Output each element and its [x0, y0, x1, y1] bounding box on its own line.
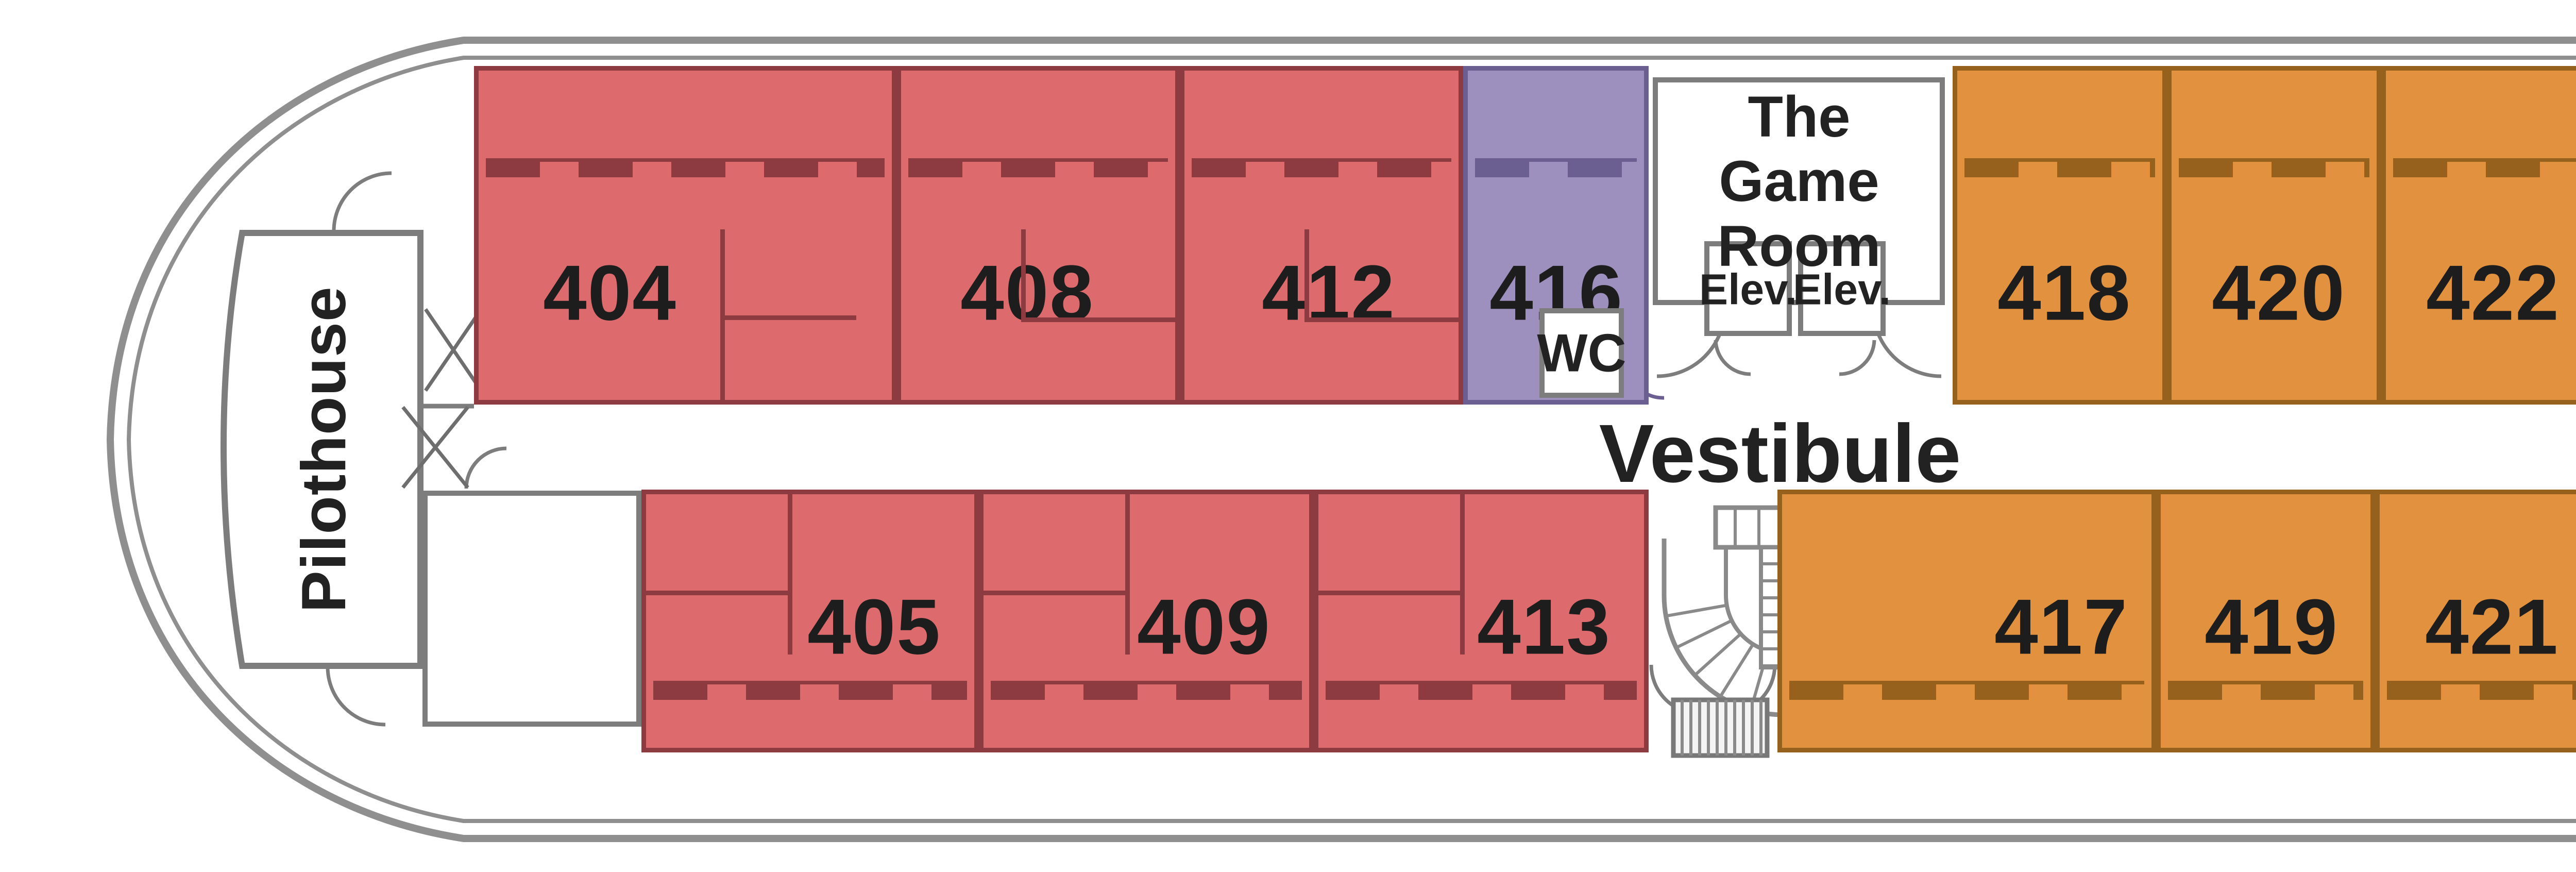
cabin-number: 412: [1262, 249, 1396, 337]
cabin-408: 408: [896, 66, 1180, 405]
double-door-x-symbols: [401, 308, 483, 489]
game-room-label: The Game Room: [1717, 84, 1881, 278]
aft-gangway-stairs-icon: [1671, 697, 1770, 758]
cabin-417: 417: [1777, 490, 2156, 752]
cabin-partition-wall: [1304, 229, 1309, 322]
elevator-left: [1704, 241, 1792, 336]
cabin-412: 412: [1180, 66, 1463, 405]
cabin-window-band: [2387, 681, 2576, 700]
cabin-partition-wall: [725, 315, 856, 320]
cabin-window-band: [653, 681, 967, 700]
wc-label: WC: [1537, 323, 1626, 383]
cabin-window-band: [486, 158, 885, 177]
cabin-partition-wall: [720, 229, 725, 401]
cabin-partition-wall: [1021, 317, 1176, 322]
cabin-number: 409: [1137, 583, 1271, 671]
cabin-422: 422: [2381, 66, 2576, 405]
cabin-404: 404: [474, 66, 896, 405]
cabin-window-band: [2168, 681, 2363, 700]
cabin-partition-wall: [1021, 229, 1026, 322]
cabin-418: 418: [1953, 66, 2167, 405]
cabin-window-band: [908, 158, 1168, 177]
cabin-413: 413: [1314, 490, 1649, 752]
cabin-number: 418: [1997, 249, 2131, 337]
cabin-number: 422: [2426, 249, 2560, 337]
elevator-right-label: Elev.: [1793, 265, 1891, 314]
cabin-number: 419: [2205, 583, 2338, 671]
cabin-partition-wall: [1125, 494, 1130, 655]
cabin-number: 404: [543, 249, 677, 337]
cabin-number: 420: [2212, 249, 2346, 337]
cabin-419: 419: [2156, 490, 2375, 752]
cabin-partition-wall: [646, 591, 790, 595]
elevator-right: [1798, 241, 1886, 336]
elevator-left-label: Elev.: [1699, 265, 1797, 314]
unlabeled-room: [422, 491, 641, 727]
pilothouse-room: [221, 230, 423, 669]
cabin-window-band: [2393, 158, 2576, 177]
cabin-window-band: [1192, 158, 1451, 177]
cabin-409: 409: [979, 490, 1314, 752]
cabin-window-band: [1475, 158, 1637, 177]
cabin-partition-wall: [1318, 591, 1462, 595]
cabin-partition-wall: [788, 494, 792, 655]
cabin-window-band: [2179, 158, 2369, 177]
cabin-number: 408: [960, 249, 1094, 337]
cabin-416: 416: [1463, 66, 1649, 405]
cabin-window-band: [991, 681, 1302, 700]
cabin-window-band: [1326, 681, 1637, 700]
cabin-420: 420: [2167, 66, 2381, 405]
cabin-window-band: [1964, 158, 2155, 177]
wc-room: [1539, 308, 1624, 398]
cabin-405: 405: [641, 490, 979, 752]
pilothouse-label: Pilothouse: [289, 286, 359, 613]
cabin-partition-wall: [1460, 494, 1465, 655]
cabin-number: 421: [2425, 583, 2559, 671]
cabin-partition-wall: [983, 591, 1127, 595]
vestibule-label: Vestibule: [1599, 407, 1961, 499]
cabin-number: 405: [807, 583, 941, 671]
cabin-421: 421: [2375, 490, 2576, 752]
cabin-window-band: [1789, 681, 2144, 700]
cabin-number: 413: [1477, 583, 1611, 671]
cabin-partition-wall: [1304, 317, 1459, 322]
cabin-number: 417: [1994, 583, 2128, 671]
